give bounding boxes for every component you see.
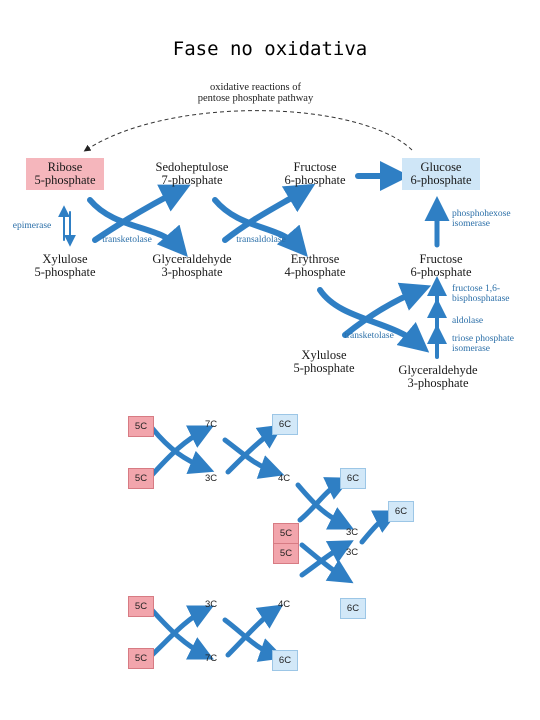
enzyme-transaldolase: transaldolase — [236, 235, 286, 245]
note-line: pentose phosphate pathway — [197, 93, 314, 105]
mol-line: Erythrose — [290, 252, 340, 266]
mol-line: 7-phosphate — [161, 173, 223, 188]
fructose-6-phosphate-right: Fructose 6-phosphate — [396, 252, 486, 280]
enzyme-tpi: triose phosphate isomerase — [452, 334, 538, 355]
ribose-5-phosphate: Ribose 5-phosphate — [26, 158, 104, 191]
enzyme-transketolase: transketolase — [102, 235, 152, 245]
carbon-label: 3C — [205, 599, 218, 610]
carbon-5c-box: 5C — [273, 543, 299, 564]
enzyme-epimerase: epimerase — [12, 221, 52, 231]
carbon-6c-box: 6C — [272, 650, 298, 671]
carbon-5c-box: 5C — [128, 416, 154, 437]
erythrose-4-phosphate: Erythrose 4-phosphate — [270, 252, 360, 280]
mol-line: 5-phosphate — [293, 361, 355, 376]
mol-line: 3-phosphate — [407, 376, 469, 391]
enz-line: fructose 1,6- — [452, 284, 501, 294]
mol-line: Sedoheptulose — [155, 160, 229, 174]
mol-line: Fructose — [293, 160, 337, 174]
carbon-label: 7C — [205, 419, 218, 430]
carbon-label: 3C — [205, 473, 218, 484]
mol-line: Xylulose — [42, 252, 88, 266]
enz-line: isomerase — [452, 343, 490, 354]
carbon-5c-box: 5C — [128, 468, 154, 489]
mol-line: 6-phosphate — [410, 265, 472, 280]
fructose-6-phosphate-top: Fructose 6-phosphate — [270, 160, 360, 188]
carbon-6c-box: 6C — [272, 414, 298, 435]
page-title: Fase no oxidativa — [172, 38, 368, 60]
mol-line: Xylulose — [301, 348, 347, 362]
glucose-6-phosphate: Glucose 6-phosphate — [402, 158, 480, 191]
mol-line: Glyceraldehyde — [152, 252, 232, 266]
mol-line: 5-phosphate — [34, 173, 96, 188]
mol-line: Glyceraldehyde — [398, 363, 478, 377]
enzyme-phosphohexose-isomerase: phosphohexose isomerase — [452, 209, 538, 230]
mol-line: Ribose — [47, 160, 83, 174]
oxidative-note: oxidative reactions of pentose phosphate… — [183, 82, 328, 104]
carbon-label: 7C — [205, 653, 218, 664]
enz-line: isomerase — [452, 218, 490, 229]
carbon-label: 3C — [346, 547, 359, 558]
carbon-5c-box: 5C — [128, 596, 154, 617]
sedoheptulose-7-phosphate: Sedoheptulose 7-phosphate — [142, 160, 242, 188]
mol-line: 6-phosphate — [284, 173, 346, 188]
xylulose-5-phosphate: Xylulose 5-phosphate — [22, 252, 108, 280]
carbon-label: 4C — [278, 473, 291, 484]
enz-line: phosphohexose — [452, 209, 511, 219]
enzyme-transketolase-lower: transketolase — [344, 331, 394, 341]
enz-line: triose phosphate — [452, 334, 515, 344]
carbon-5c-box: 5C — [273, 523, 299, 544]
enzyme-aldolase: aldolase — [452, 316, 484, 326]
carbon-scheme-arrows — [149, 424, 399, 662]
mol-line: Glucose — [420, 160, 462, 174]
carbon-label: 3C — [346, 527, 359, 538]
note-line: oxidative reactions of — [210, 82, 301, 93]
enzyme-fbpase: fructose 1,6- bisphosphatase — [452, 284, 538, 305]
carbon-5c-box: 5C — [128, 648, 154, 669]
glyceraldehyde-3-phosphate: Glyceraldehyde 3-phosphate — [140, 252, 244, 280]
enz-line: bisphosphatase — [452, 293, 510, 304]
mol-line: 5-phosphate — [34, 265, 96, 280]
carbon-label: 4C — [278, 599, 291, 610]
xylulose-5-phosphate-lower: Xylulose 5-phosphate — [280, 348, 368, 376]
top-reaction-arrows — [58, 161, 450, 359]
carbon-6c-box: 6C — [340, 468, 366, 489]
mol-line: 6-phosphate — [410, 173, 472, 188]
carbon-6c-box: 6C — [340, 598, 366, 619]
oxidative-dashed-arrow — [83, 110, 413, 152]
mol-line: 3-phosphate — [161, 265, 223, 280]
mol-line: 4-phosphate — [284, 265, 346, 280]
mol-line: Fructose — [419, 252, 463, 266]
glyceraldehyde-3-phosphate-lower: Glyceraldehyde 3-phosphate — [386, 363, 490, 391]
carbon-6c-box: 6C — [388, 501, 414, 522]
